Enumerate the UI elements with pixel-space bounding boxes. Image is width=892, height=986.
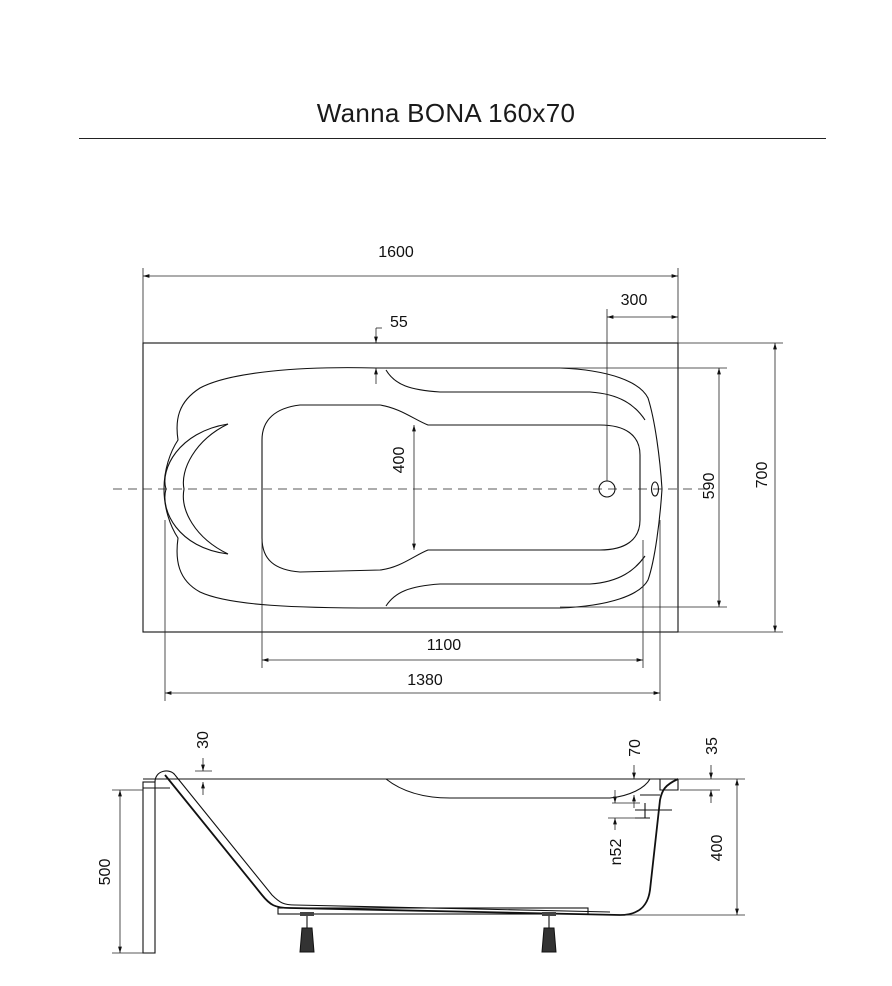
- dim-overflow-diameter: n52: [608, 839, 625, 866]
- dim-width: 700: [754, 462, 771, 489]
- foot-right: [541, 912, 557, 953]
- armrest-top: [385, 369, 646, 421]
- headrest-curve-inner: [182, 423, 229, 555]
- side-view: 30 70 35 n52 400 500: [97, 731, 745, 954]
- dim-depth: 400: [709, 835, 726, 862]
- overflow-fitting: [635, 803, 672, 819]
- dim-inner-length: 1380: [407, 672, 443, 689]
- dim-drain-offset: 300: [621, 292, 648, 309]
- end-panel: [142, 781, 156, 954]
- dim-height: 500: [97, 859, 114, 886]
- dim-rim: 55: [390, 314, 408, 331]
- title-underline: [79, 138, 826, 139]
- tub-outline: [142, 342, 679, 633]
- armrest-profile: [385, 778, 651, 799]
- drawing-title: Wanna BONA 160x70: [316, 98, 576, 128]
- dim-bottom-width: 400: [391, 447, 408, 474]
- inner-basin-outline: [163, 367, 663, 609]
- floor-outline: [261, 404, 641, 573]
- dim-bottom-length: 1100: [427, 637, 462, 654]
- dim-overflow-height: 70: [627, 739, 644, 757]
- dim-length: 1600: [378, 244, 414, 261]
- dim-rim-thickness: 30: [195, 731, 212, 749]
- armrest-bottom: [385, 555, 646, 607]
- dim-inner-width: 590: [701, 473, 718, 500]
- top-view: 1600 300 55 400 590 700 1100 1380: [113, 244, 783, 701]
- tub-body-outline: [164, 774, 679, 916]
- dim-edge: 35: [704, 737, 721, 755]
- overflow-hole: [650, 481, 660, 497]
- foot-left: [299, 912, 315, 953]
